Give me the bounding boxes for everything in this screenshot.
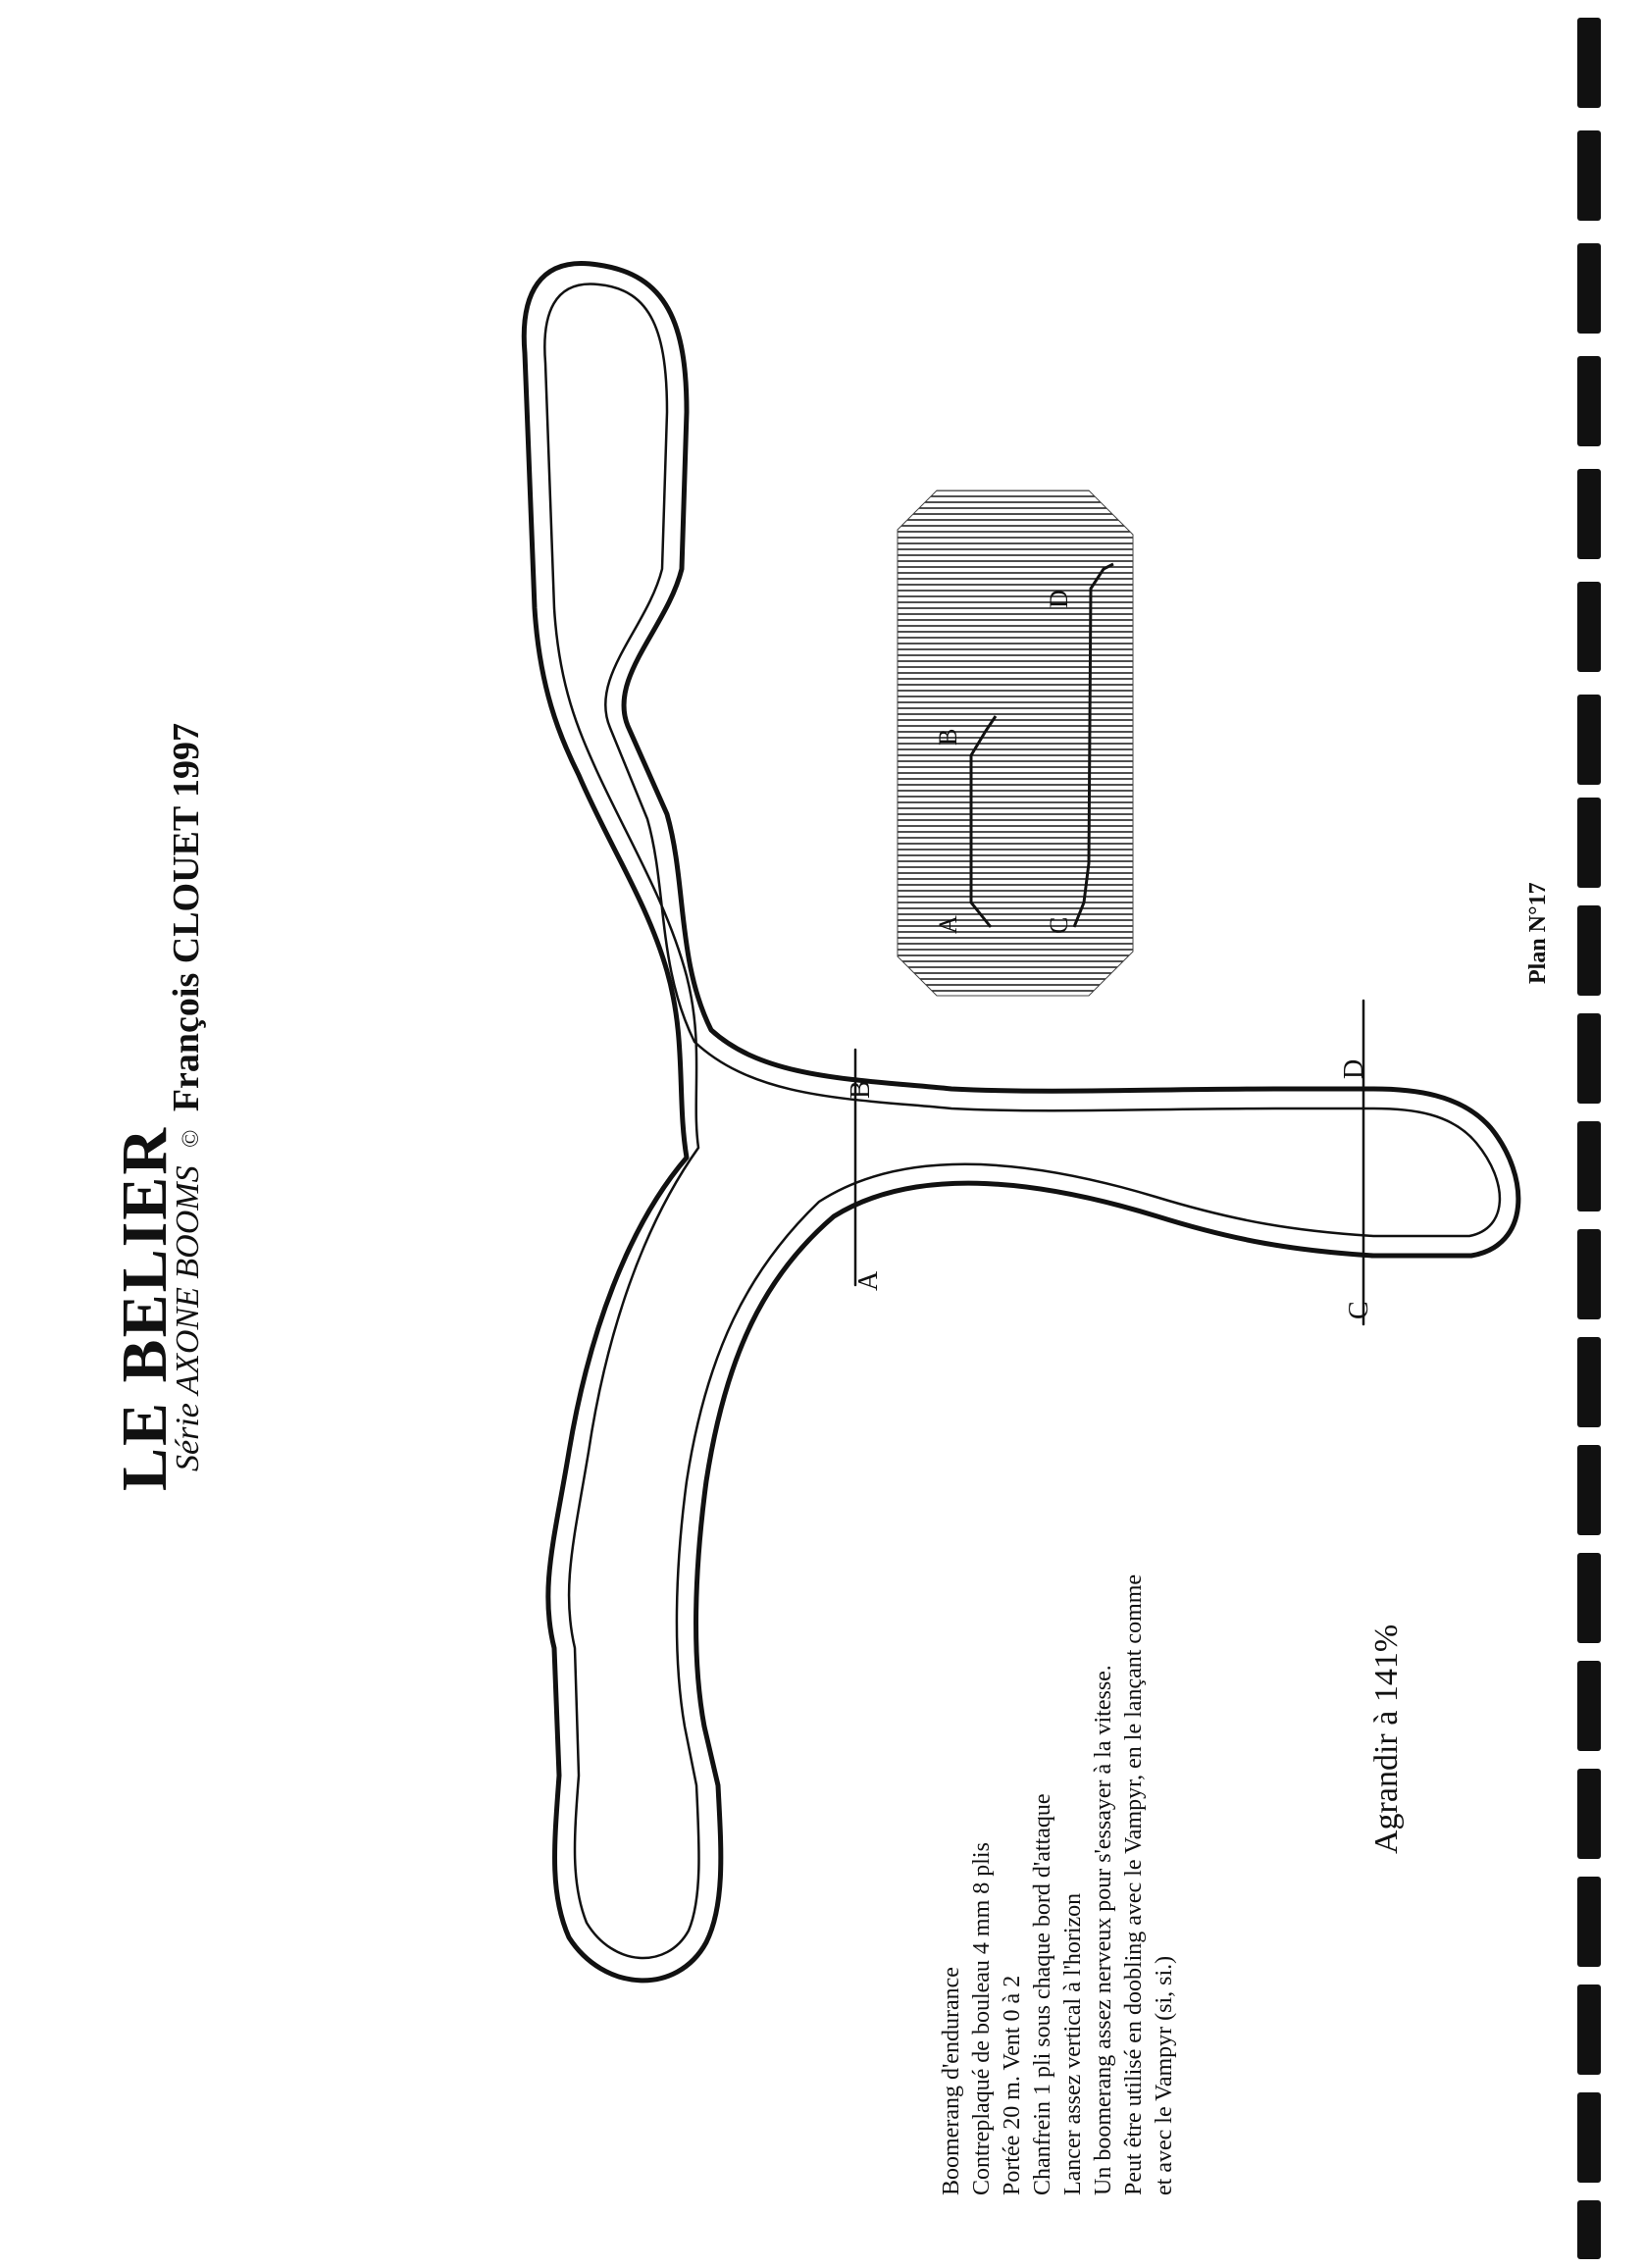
binding-mark	[1577, 695, 1601, 785]
author: François CLOUET 1997	[166, 722, 207, 1112]
binding-mark	[1577, 1769, 1601, 1859]
binding-mark	[1577, 582, 1601, 672]
binding-mark	[1577, 1984, 1601, 2075]
subtitle: Série AXONE BOOMS © François CLOUET 1997	[165, 723, 208, 1471]
binding-mark	[1577, 2092, 1601, 2183]
binding-mark	[1577, 1337, 1601, 1427]
notes-block: Boomerang d'endurance Contreplaqué de bo…	[937, 1574, 1180, 2195]
plan-number: Plan N°17	[1525, 882, 1551, 984]
binding-mark	[1577, 243, 1601, 334]
binding-mark	[1577, 798, 1601, 888]
binding-mark	[1577, 356, 1601, 446]
section-label-b: B	[846, 1080, 876, 1099]
binding-mark	[1577, 1877, 1601, 1967]
binding-marks	[1577, 0, 1617, 2268]
binding-mark	[1577, 905, 1601, 996]
section-label-a: A	[853, 1270, 884, 1291]
binding-mark	[1577, 469, 1601, 559]
note-line: Un boomerang assez nerveux pour s'essaye…	[1091, 1665, 1116, 2195]
binding-mark	[1577, 1229, 1601, 1319]
note-line: Boomerang d'endurance	[939, 1967, 964, 2195]
serie-prefix: Série	[170, 1403, 206, 1471]
profile-label-c: C	[1045, 916, 1073, 934]
binding-mark	[1577, 18, 1601, 108]
section-label-d: D	[1339, 1058, 1369, 1079]
copyright-symbol: ©	[179, 1129, 204, 1148]
profile-label-b: B	[934, 728, 962, 746]
section-label-c: C	[1344, 1301, 1374, 1319]
binding-mark	[1577, 1553, 1601, 1643]
binding-mark	[1577, 2200, 1601, 2259]
profile-label-a: A	[934, 915, 962, 934]
note-line: Peut être utilisé en doobling avec le Va…	[1121, 1573, 1147, 2195]
binding-mark	[1577, 130, 1601, 221]
binding-mark	[1577, 1121, 1601, 1211]
note-line: Portée 20 m. Vent 0 à 2	[1000, 1975, 1025, 2195]
note-line: Contreplaqué de bouleau 4 mm 8 plis	[969, 1842, 995, 2195]
binding-mark	[1577, 1661, 1601, 1751]
binding-mark	[1577, 1013, 1601, 1104]
note-line: Chanfrein 1 pli sous chaque bord d'attaq…	[1030, 1793, 1055, 2195]
note-line: et avec le Vampyr (si, si.)	[1152, 1955, 1177, 2195]
binding-mark	[1577, 1445, 1601, 1535]
enlarge-instruction: Agrandir à 141%	[1368, 1624, 1405, 1854]
serie-name: AXONE BOOMS	[170, 1165, 206, 1395]
note-line: Lancer assez vertical à l'horizon	[1060, 1892, 1086, 2195]
profile-label-d: D	[1045, 590, 1073, 608]
